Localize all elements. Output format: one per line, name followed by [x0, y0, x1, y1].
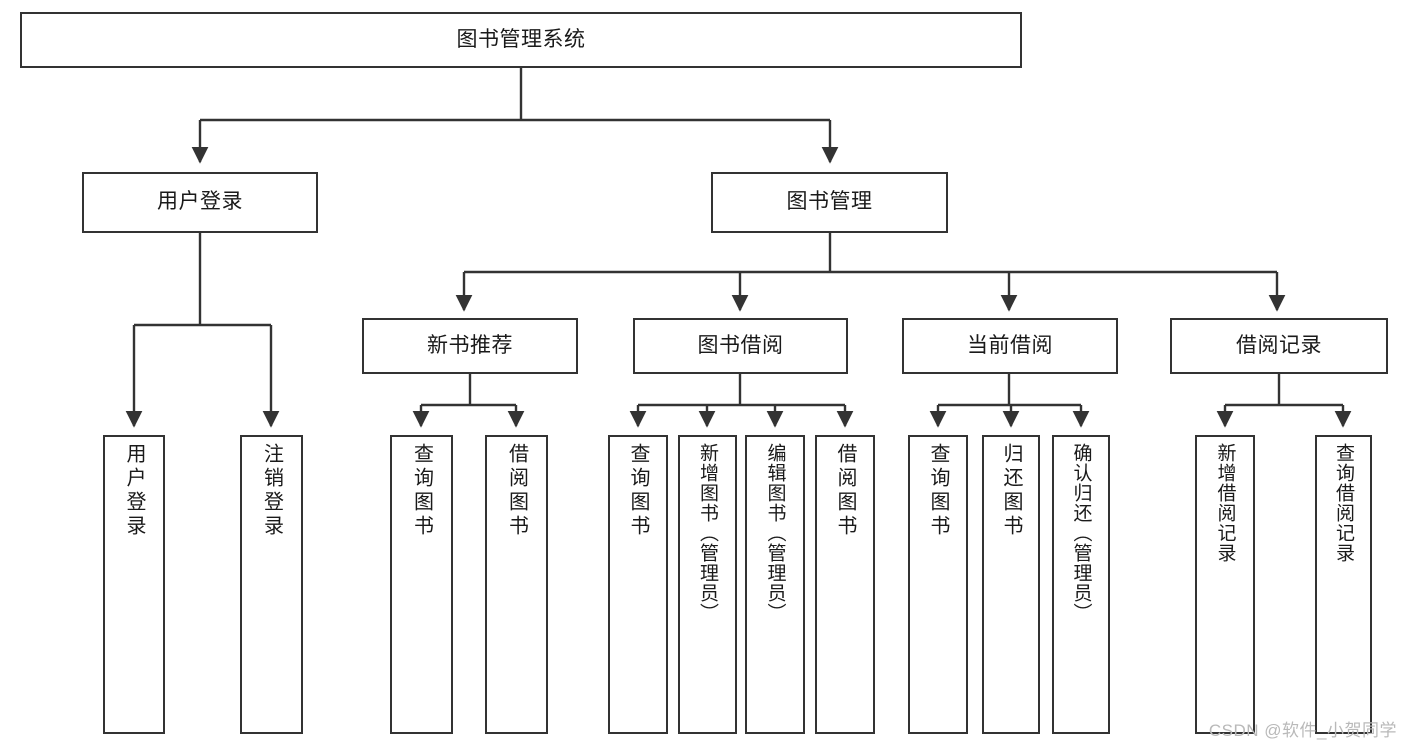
node-root-label: 图书管理系统 [456, 27, 586, 51]
node-current-borrow-label: 当前借阅 [967, 333, 1053, 357]
node-leaf-add-book-label: 新增图书（管理员） [697, 443, 718, 623]
node-book-manage[interactable]: 图书管理 [711, 172, 948, 233]
node-new-book-recommend[interactable]: 新书推荐 [362, 318, 578, 374]
node-borrow-record[interactable]: 借阅记录 [1170, 318, 1388, 374]
node-leaf-logout-login-label: 注销登录 [260, 443, 283, 539]
node-leaf-return-book-label: 归还图书 [1000, 443, 1022, 539]
node-leaf-add-record-label: 新增借阅记录 [1214, 443, 1236, 563]
node-leaf-return-book[interactable]: 归还图书 [982, 435, 1040, 734]
node-leaf-query-book-2-label: 查询图书 [627, 443, 649, 539]
node-new-book-recommend-label: 新书推荐 [427, 333, 513, 357]
node-leaf-borrow-book-2[interactable]: 借阅图书 [815, 435, 875, 734]
node-leaf-confirm-return-label: 确认归还（管理员） [1070, 443, 1092, 623]
node-book-manage-label: 图书管理 [786, 190, 873, 214]
node-user-login-label: 用户登录 [157, 190, 243, 214]
node-leaf-query-record-label: 查询借阅记录 [1333, 443, 1354, 563]
node-leaf-query-book-1-label: 查询图书 [410, 443, 433, 539]
node-leaf-logout-login[interactable]: 注销登录 [240, 435, 303, 734]
node-book-borrow-label: 图书借阅 [697, 333, 784, 357]
node-leaf-edit-book-label: 编辑图书（管理员） [764, 443, 786, 623]
node-leaf-user-login[interactable]: 用户登录 [103, 435, 165, 734]
node-current-borrow[interactable]: 当前借阅 [902, 318, 1118, 374]
node-leaf-borrow-book-2-label: 借阅图书 [834, 443, 856, 539]
node-borrow-record-label: 借阅记录 [1236, 333, 1322, 357]
node-leaf-add-book[interactable]: 新增图书（管理员） [678, 435, 737, 734]
node-leaf-confirm-return[interactable]: 确认归还（管理员） [1052, 435, 1110, 734]
watermark-text: CSDN @软件_小贺同学 [1208, 721, 1397, 740]
node-leaf-borrow-book-1[interactable]: 借阅图书 [485, 435, 548, 734]
node-book-borrow[interactable]: 图书借阅 [633, 318, 848, 374]
node-root[interactable]: 图书管理系统 [20, 12, 1022, 68]
node-leaf-query-book-3[interactable]: 查询图书 [908, 435, 968, 734]
node-leaf-add-record[interactable]: 新增借阅记录 [1195, 435, 1255, 734]
node-leaf-query-book-2[interactable]: 查询图书 [608, 435, 668, 734]
node-leaf-query-record[interactable]: 查询借阅记录 [1315, 435, 1372, 734]
node-leaf-borrow-book-1-label: 借阅图书 [505, 443, 528, 539]
node-user-login[interactable]: 用户登录 [82, 172, 318, 233]
node-leaf-user-login-label: 用户登录 [123, 443, 145, 539]
node-leaf-query-book-1[interactable]: 查询图书 [390, 435, 453, 734]
node-leaf-edit-book[interactable]: 编辑图书（管理员） [745, 435, 805, 734]
node-leaf-query-book-3-label: 查询图书 [927, 443, 949, 539]
